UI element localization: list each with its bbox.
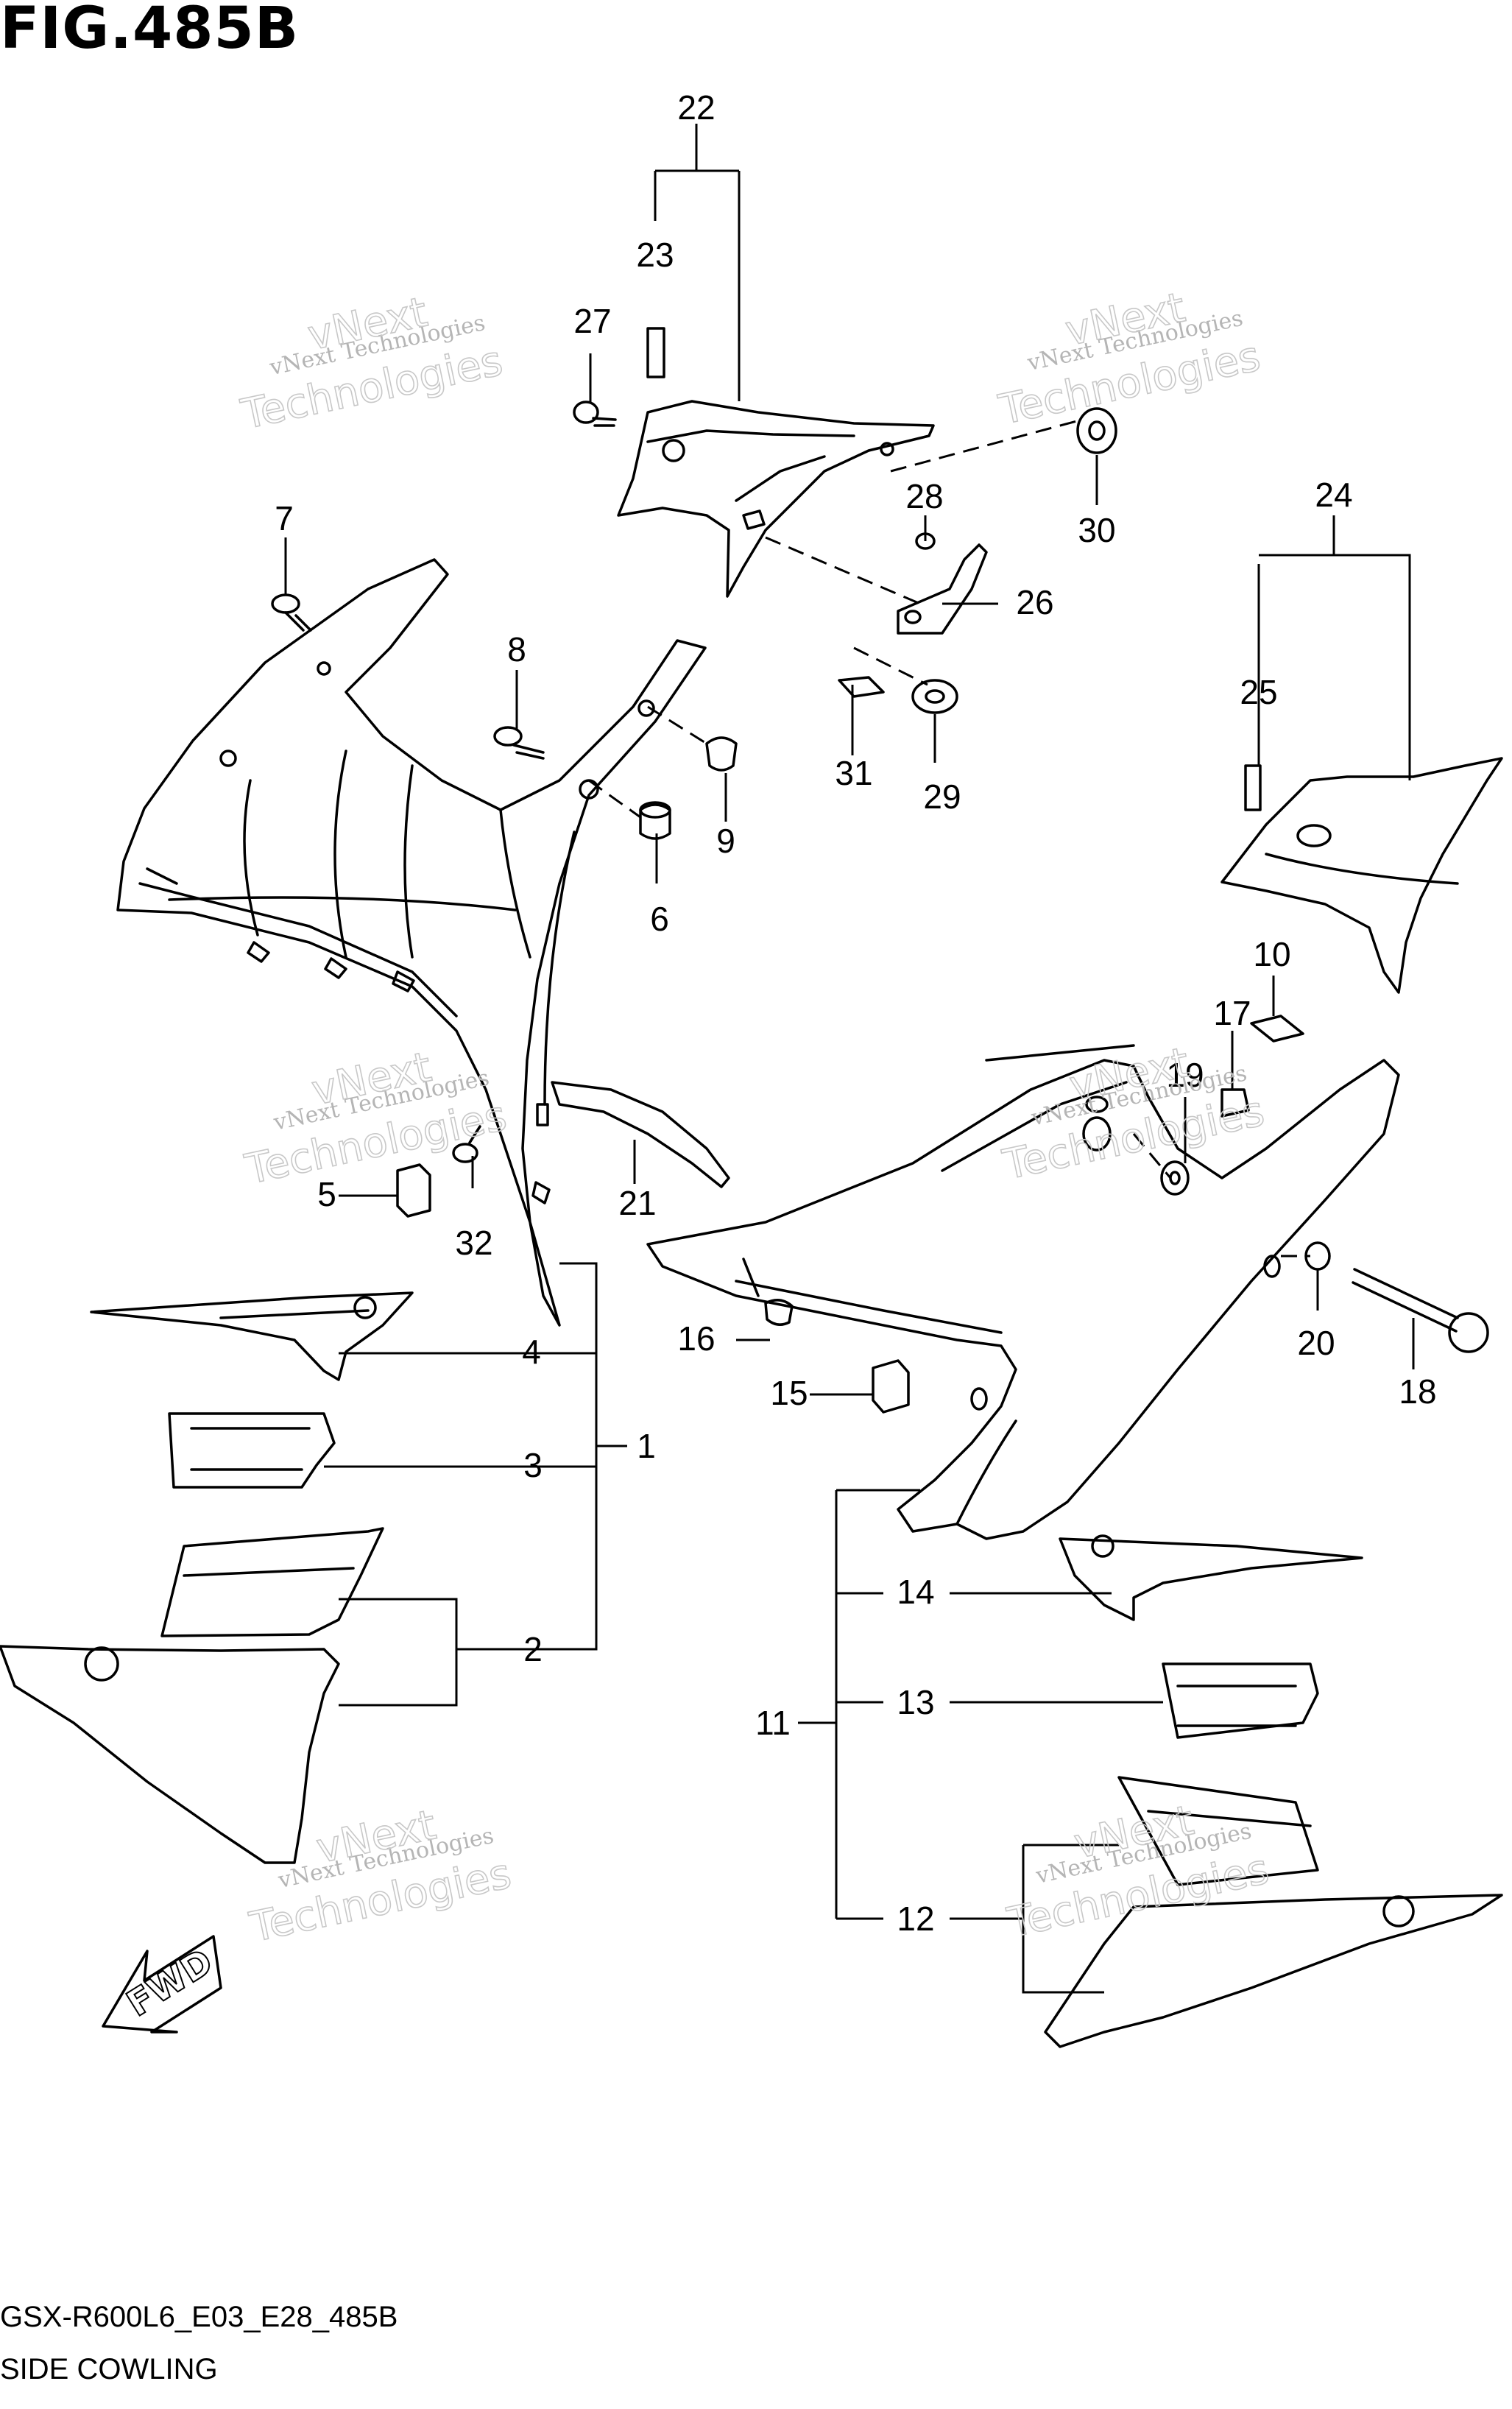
callout-26: 26 xyxy=(1016,583,1053,621)
callout-20: 20 xyxy=(1297,1324,1335,1362)
forward-arrow-icon: FWD xyxy=(102,1935,222,2034)
callout-28: 28 xyxy=(905,477,943,515)
fasteners xyxy=(271,327,1489,1414)
callout-3: 3 xyxy=(523,1446,543,1484)
dashed-leader-lines xyxy=(588,418,1310,1258)
callout-32: 32 xyxy=(455,1224,492,1262)
callout-4: 4 xyxy=(522,1333,541,1371)
callout-30: 30 xyxy=(1078,511,1115,549)
callout-16: 16 xyxy=(677,1319,715,1358)
right-lower-cowling-part xyxy=(646,1044,1400,1540)
watermark-1: vNext Technologies vNext Technologies xyxy=(236,288,507,440)
decals xyxy=(0,1291,1503,2048)
watermark-5: vNext Technologies vNext Technologies xyxy=(245,1801,516,1953)
watermark-2: vNext Technologies vNext Technologies xyxy=(994,283,1265,434)
callout-5: 5 xyxy=(317,1175,336,1213)
watermark-6: vNext Technologies vNext Technologies xyxy=(1003,1796,1273,1947)
callout-11: 11 xyxy=(755,1704,791,1742)
callout-23: 23 xyxy=(636,236,674,274)
callout-25: 25 xyxy=(1240,673,1277,711)
callout-8: 8 xyxy=(507,630,526,669)
callout-13: 13 xyxy=(897,1683,934,1721)
leader-lines xyxy=(284,124,1415,1994)
inner-upper-panel-part xyxy=(617,400,935,598)
callout-21: 21 xyxy=(618,1184,656,1222)
callout-22: 22 xyxy=(677,88,715,127)
callout-24: 24 xyxy=(1315,476,1352,514)
callout-27: 27 xyxy=(573,302,611,340)
watermark-4: vNext Technologies vNext Technologies xyxy=(998,1038,1269,1190)
callout-15: 15 xyxy=(770,1374,808,1412)
left-side-cowling-part xyxy=(116,558,707,1327)
callout-12: 12 xyxy=(897,1900,934,1938)
callout-14: 14 xyxy=(897,1573,934,1611)
callout-7: 7 xyxy=(275,499,294,537)
callout-labels: 22 23 27 28 30 24 26 25 31 29 7 8 9 6 10… xyxy=(275,88,1436,1938)
callout-19: 19 xyxy=(1166,1056,1204,1094)
right-upper-panel-part xyxy=(1220,757,1503,994)
callout-9: 9 xyxy=(716,822,735,860)
callout-1: 1 xyxy=(637,1427,656,1465)
callout-6: 6 xyxy=(650,900,669,938)
callout-10: 10 xyxy=(1253,935,1290,973)
callout-2: 2 xyxy=(523,1630,543,1668)
callout-17: 17 xyxy=(1213,994,1251,1032)
callout-18: 18 xyxy=(1399,1372,1436,1411)
model-code: GSX-R600L6_E03_E28_485B xyxy=(0,2301,398,2333)
callout-31: 31 xyxy=(835,754,872,792)
figure-title: FIG.485B xyxy=(0,0,300,62)
part-name: SIDE COWLING xyxy=(0,2353,218,2385)
callout-29: 29 xyxy=(923,777,961,816)
